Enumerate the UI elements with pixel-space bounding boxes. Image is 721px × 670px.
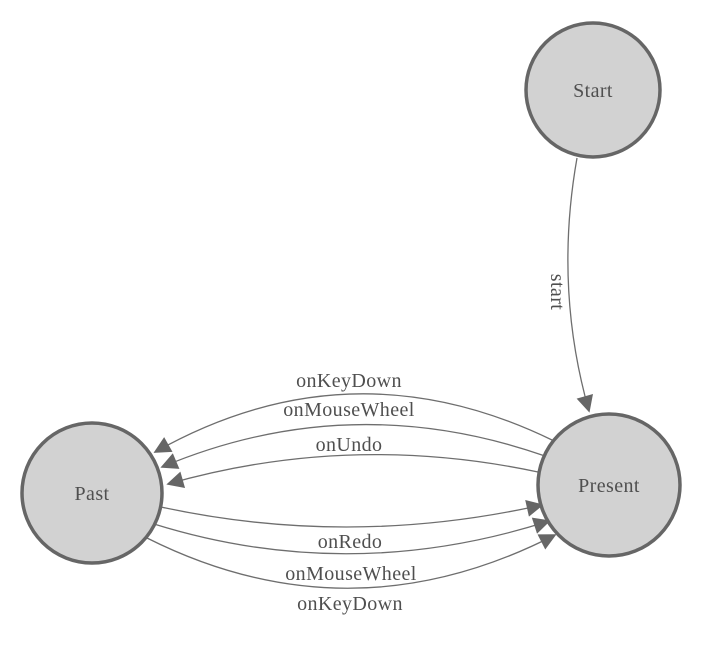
edge-present-to-past-onmousewheel bbox=[160, 423, 546, 469]
edges-layer bbox=[146, 157, 593, 589]
node-start: Start bbox=[524, 21, 662, 159]
edge-label-onmousewheel-bottom: onMouseWheel bbox=[285, 563, 416, 585]
edge-label-onmousewheel-top: onMouseWheel bbox=[283, 399, 414, 421]
edge-labels-layer: start onKeyDown onMouseWheel onUndo onRe… bbox=[283, 274, 568, 615]
node-past-label: Past bbox=[75, 483, 110, 505]
node-past: Past bbox=[20, 421, 164, 565]
node-present-circle bbox=[536, 412, 682, 558]
edge-label-start: start bbox=[546, 274, 568, 310]
edge-past-to-present-onmousewheel bbox=[153, 517, 551, 555]
node-start-circle bbox=[524, 21, 662, 159]
edge-start-to-present bbox=[567, 157, 593, 413]
node-present: Present bbox=[536, 412, 682, 558]
edge-past-to-present-onredo bbox=[160, 500, 544, 528]
node-past-circle bbox=[20, 421, 164, 565]
edge-label-onkeydown-bottom: onKeyDown bbox=[297, 593, 403, 615]
edge-present-to-past-onundo bbox=[166, 453, 539, 488]
node-start-label: Start bbox=[573, 80, 613, 102]
edge-label-onredo: onRedo bbox=[318, 531, 383, 553]
node-present-label: Present bbox=[578, 475, 640, 497]
edge-label-onkeydown-top: onKeyDown bbox=[296, 370, 402, 392]
edge-label-onundo: onUndo bbox=[316, 434, 383, 456]
edge-present-to-past-onkeydown bbox=[153, 393, 553, 453]
edge-past-to-present-onkeydown bbox=[146, 534, 557, 589]
